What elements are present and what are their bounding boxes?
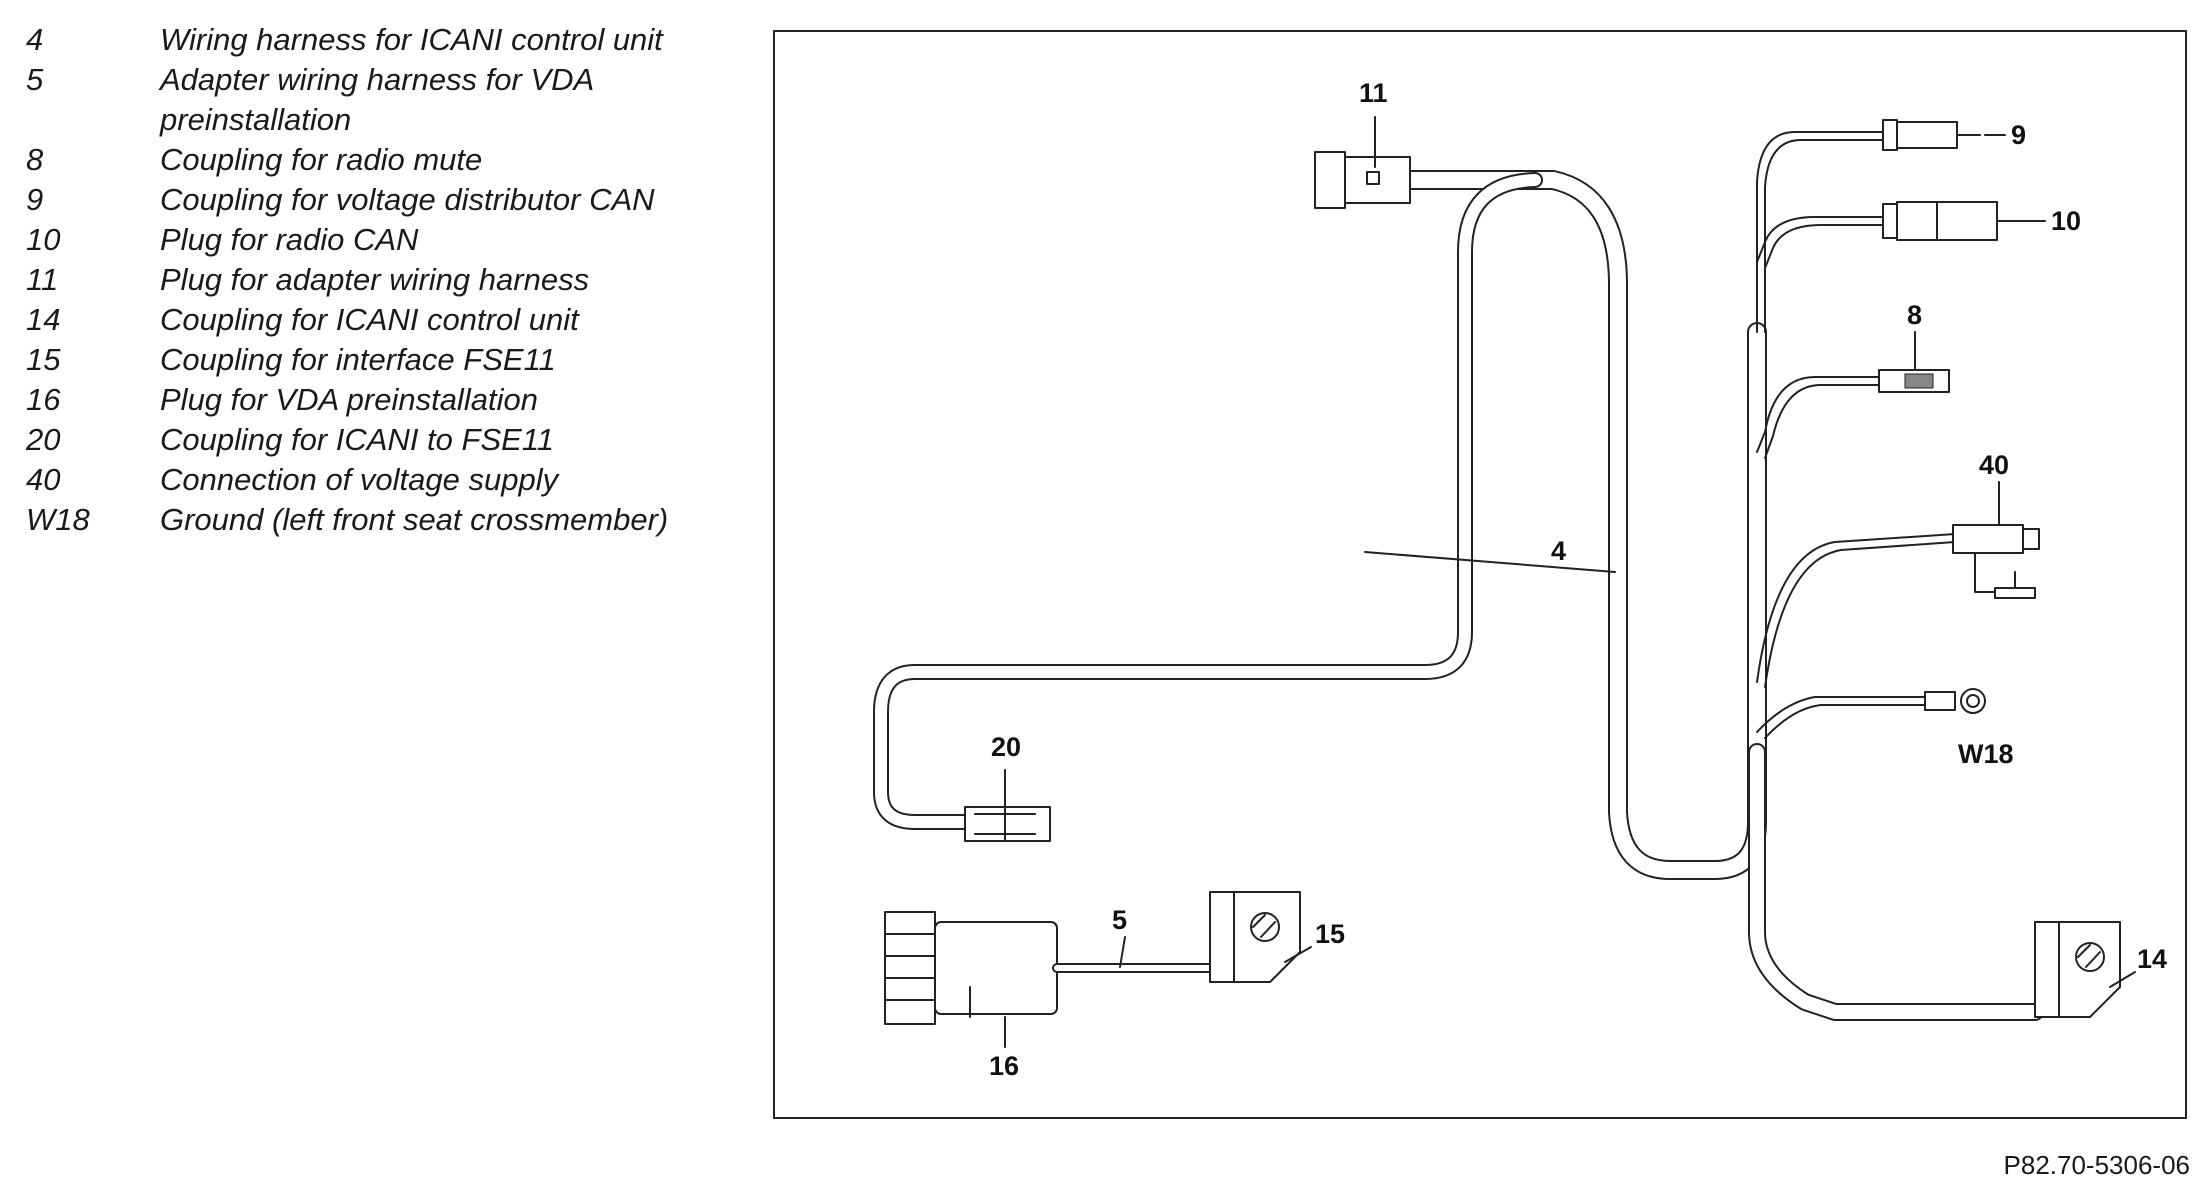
legend-description: Plug for radio CAN (160, 222, 419, 257)
callout-10: 10 (2051, 206, 2081, 236)
legend-description: Plug for adapter wiring harness (160, 262, 590, 297)
callout-40: 40 (1979, 450, 2009, 480)
legend-number: 16 (26, 382, 61, 417)
plug-11 (1314, 151, 1411, 209)
legend-description: Connection of voltage supply (160, 462, 559, 497)
legend-description: Coupling for ICANI to FSE11 (160, 422, 554, 457)
legend-number: 10 (26, 222, 61, 257)
callout-15: 15 (1315, 919, 1345, 949)
legend-number: 5 (26, 62, 44, 97)
harness-branch-14 (1748, 743, 2044, 1021)
legend-row: 14 Coupling for ICANI control unit (26, 300, 706, 340)
legend-row: 15 Coupling for interface FSE11 (26, 340, 706, 380)
legend-number: 9 (26, 182, 44, 217)
coupling-8 (1878, 331, 1950, 393)
legend-number: 40 (26, 462, 61, 497)
coupling-14 (2034, 921, 2136, 1018)
harness-4 (1401, 170, 1767, 880)
legend-number: W18 (26, 502, 90, 537)
callout-11: 11 (1359, 78, 1388, 108)
legend-description: Coupling for interface FSE11 (160, 342, 556, 377)
legend-row: 40 Connection of voltage supply (26, 460, 706, 500)
callout-8: 8 (1907, 300, 1922, 330)
legend-number: 8 (26, 142, 44, 177)
callout-5: 5 (1112, 905, 1127, 935)
connection-40 (1952, 481, 2040, 599)
coupling-20 (964, 769, 1051, 842)
legend-description: Coupling for voltage distributor CAN (160, 182, 655, 217)
legend-description: Plug for VDA preinstallation (160, 382, 538, 417)
callout-16: 16 (989, 1051, 1019, 1081)
callout-9: 9 (2011, 120, 2026, 150)
callout-W18: W18 (1958, 739, 2014, 769)
legend-row: 10 Plug for radio CAN (26, 220, 706, 260)
legend-row: 5 Adapter wiring harness for VDA preinsta… (26, 60, 706, 140)
callout-20: 20 (991, 732, 1021, 762)
wiring-diagram: 11 9 10 8 40 4 W18 20 5 15 14 16 (773, 30, 2187, 1119)
legend-number: 15 (26, 342, 61, 377)
legend-row: 11 Plug for adapter wiring harness (26, 260, 706, 300)
plug-10 (1882, 201, 2026, 241)
legend-description: Coupling for radio mute (160, 142, 483, 177)
legend-row: W18 Ground (left front seat crossmember) (26, 500, 706, 540)
legend-number: 4 (26, 22, 44, 57)
harness-branch-20 (873, 172, 1543, 830)
coupling-15 (1209, 891, 1312, 983)
legend-number: 11 (26, 262, 59, 297)
legend-row: 9 Coupling for voltage distributor CAN (26, 180, 706, 220)
legend-number: 14 (26, 302, 61, 337)
coupling-9 (1882, 119, 1981, 151)
wires-upper (1756, 131, 1956, 739)
legend-row: 4 Wiring harness for ICANI control unit (26, 20, 706, 60)
legend-row: 20 Coupling for ICANI to FSE11 (26, 420, 706, 460)
legend-description: Ground (left front seat crossmember) (160, 502, 669, 537)
legend-description: Adapter wiring harness for VDA preinstal… (160, 62, 594, 137)
ground-w18 (1924, 688, 1986, 714)
legend-description: Wiring harness for ICANI control unit (160, 22, 663, 57)
callout-4: 4 (1551, 536, 1566, 566)
leader-lines (1004, 116, 2046, 1048)
legend-row: 16 Plug for VDA preinstallation (26, 380, 706, 420)
callout-14: 14 (2137, 944, 2167, 974)
legend-row: 8 Coupling for radio mute (26, 140, 706, 180)
adapter-harness-5 (884, 911, 1215, 1025)
legend: 4 Wiring harness for ICANI control unit 5… (26, 20, 706, 540)
figure-code: P82.70-5306-06 (2003, 1150, 2190, 1180)
legend-description: Coupling for ICANI control unit (160, 302, 579, 337)
wiring-diagram-drawing: 11 9 10 8 40 4 W18 20 5 15 14 16 (873, 78, 2167, 1081)
legend-number: 20 (26, 422, 61, 457)
